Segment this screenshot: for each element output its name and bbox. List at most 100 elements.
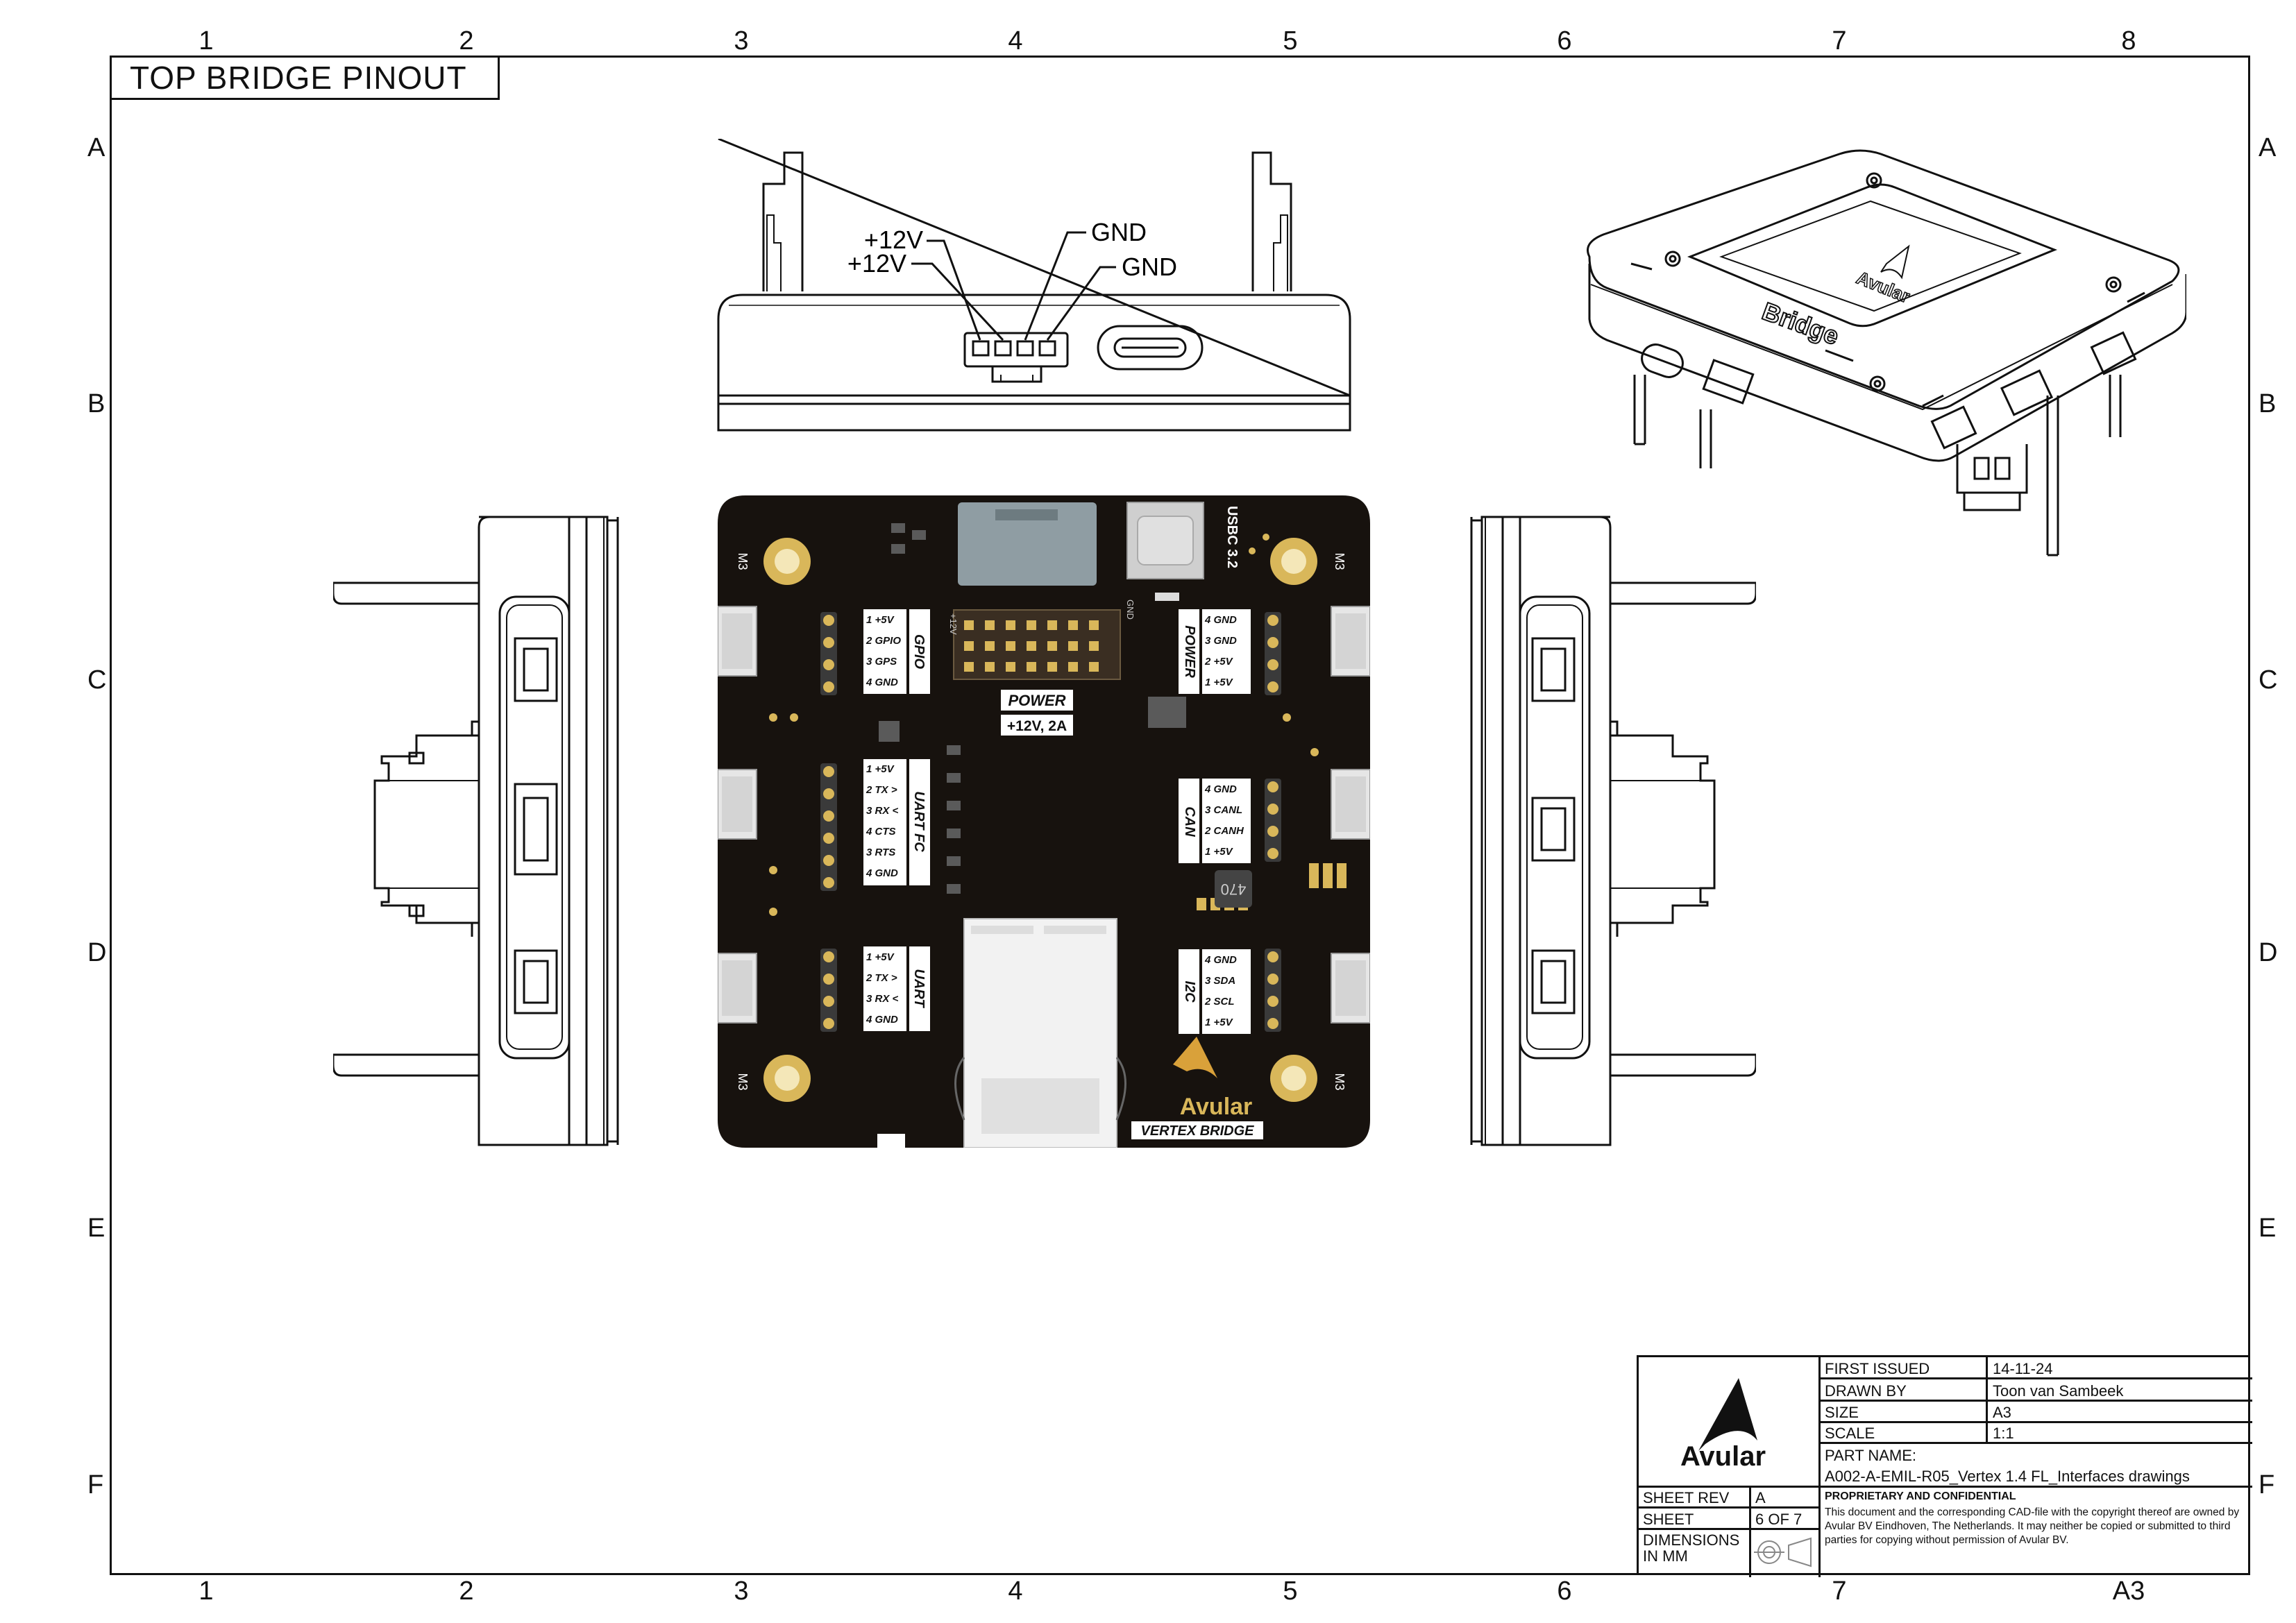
mount-label-br: M3 [1333,1073,1347,1090]
scale-value: 1:1 [1993,1425,2014,1442]
grid-col-8: 8 [2121,26,2136,56]
power-pin-4: 1 +5V [1205,677,1234,688]
uart-fc-pin-5: 3 RTS [866,847,895,858]
sheet-label: SHEET [1643,1511,1694,1528]
part-name-label: PART NAME: [1825,1447,1917,1464]
gpio-name: GPIO [911,634,927,669]
can-pin-2: 3 CANL [1205,804,1242,816]
mount-hole-br [1270,1055,1317,1102]
grid-col-1-bottom: 1 [199,1577,214,1606]
first-issued-label: FIRST ISSUED [1825,1360,1930,1377]
grid-row-a-right: A [2259,133,2277,162]
size-value: A3 [1993,1404,2011,1421]
power-pin-3: 2 +5V [1204,656,1234,668]
grid-row-e-right: E [2259,1214,2277,1243]
iso-brand-label: Avular [1854,267,1913,307]
grid-row-f: F [87,1470,104,1499]
can-pin-table: CAN 4 GND 3 CANL 2 CANH 1 +5V [1179,779,1251,863]
grid-col-5-bottom: 5 [1283,1577,1298,1606]
grid-row-d: D [87,938,107,967]
scale-label: SCALE [1825,1425,1875,1442]
mount-label-tr: M3 [1333,552,1347,570]
grid-row-e: E [87,1214,105,1243]
gpio-pin-4: 4 GND [866,677,898,688]
gpio-pin-table: 1 +5V 2 GPIO 3 GPS 4 GND GPIO [863,609,930,694]
right-side-view [1470,516,1756,1146]
can-pin-3: 2 CANH [1204,825,1244,837]
mount-label-tl: M3 [736,552,750,570]
confidential-title: PROPRIETARY AND CONFIDENTIAL [1825,1490,2016,1502]
i2c-pin-4: 1 +5V [1205,1017,1234,1028]
grid-col-2: 2 [459,26,474,56]
front-view: +12V +12V GND GND [717,139,1351,432]
power-center-title: POWER [1008,692,1065,709]
mount-hole-tl [763,538,811,585]
uart-fc-name: UART FC [911,791,927,852]
i2c-name: I2C [1182,980,1197,1003]
pcb-brand: Avular [1180,1094,1253,1120]
gpio-pin-2: 2 GPIO [866,635,901,647]
grid-col-6: 6 [1557,26,1572,56]
left-side-view [333,516,619,1146]
grid-row-c-right: C [2259,665,2278,695]
projection-symbol-icon [1754,1537,1812,1567]
size-label: SIZE [1825,1404,1859,1421]
mount-hole-bl [763,1055,811,1102]
isometric-view: Avular Bridge [1587,149,2186,556]
grid-col-5: 5 [1283,26,1298,56]
gpio-pin-1: 1 +5V [866,614,895,626]
first-issued-value: 14-11-24 [1993,1360,2053,1377]
logo-text: Avular [1680,1441,1766,1472]
mount-label-bl: M3 [736,1073,750,1090]
usb-label: USBC 3.2 [1224,506,1240,568]
grid-col-3: 3 [734,26,749,56]
confidential-text: This document and the corresponding CAD-… [1825,1506,2240,1547]
grid-row-d-right: D [2259,938,2278,967]
uart-fc-pin-1: 1 +5V [866,763,895,775]
uart-pin-table: 1 +5V 2 TX > 3 RX < 4 GND UART [863,946,930,1031]
pin-label-12v-2: +12V [847,249,906,278]
grid-sheet-size-bottom: A3 [2112,1577,2145,1606]
power-name: POWER [1182,625,1197,678]
grid-col-7-bottom: 7 [1832,1577,1847,1606]
grid-row-b: B [87,389,105,418]
grid-col-4-bottom: 4 [1008,1577,1023,1606]
grid-row-f-right: F [2259,1470,2275,1499]
uart-name: UART [911,969,927,1008]
grid-col-6-bottom: 6 [1557,1577,1572,1606]
i2c-pin-1: 4 GND [1204,954,1237,966]
power-center-spec: +12V, 2A [1007,718,1067,734]
grid-col-1: 1 [199,26,214,56]
power-pin-table: POWER 4 GND 3 GND 2 +5V 1 +5V [1179,609,1251,694]
can-pin-1: 4 GND [1204,783,1237,795]
grid-row-c: C [87,665,107,695]
can-name: CAN [1182,806,1197,837]
i2c-pin-3: 2 SCL [1204,996,1235,1008]
pcb-product: VERTEX BRIDGE [1141,1123,1255,1139]
drawn-by-label: DRAWN BY [1825,1382,1907,1400]
i2c-pin-2: 3 SDA [1205,975,1235,987]
drawn-by-value: Toon van Sambeek [1993,1382,2124,1400]
uart-fc-pin-2: 2 TX > [866,784,897,796]
uart-fc-pin-3: 3 RX < [866,805,899,817]
grid-col-7: 7 [1832,26,1847,56]
pin-label-gnd-1: GND [1091,218,1147,246]
silk-gnd: GND [1125,600,1136,620]
grid-row-b-right: B [2259,389,2277,418]
gpio-pin-3: 3 GPS [866,656,897,668]
uart-fc-pin-6: 4 GND [866,867,898,879]
pcb-top-view: M3 M3 M3 M3 USBC 3.2 +12V GND POWER +12V… [718,495,1370,1148]
title-block: Avular FIRST ISSUED 14-11-24 DRAWN BY To… [1637,1355,2252,1577]
i2c-pin-table: I2C 4 GND 3 SDA 2 SCL 1 +5V [1179,949,1251,1034]
grid-col-2-bottom: 2 [459,1577,474,1606]
uart-pin-3: 3 RX < [866,993,899,1005]
silk-12v: +12V [948,613,959,635]
power-pin-1: 4 GND [1204,614,1237,626]
uart-pin-1: 1 +5V [866,951,895,963]
power-pin-2: 3 GND [1205,635,1237,647]
uart-fc-pin-4: 4 CTS [866,826,896,838]
uart-fc-pin-table: 1 +5V 2 TX > 3 RX < 4 CTS 3 RTS 4 GND UA… [863,759,930,885]
grid-row-a: A [87,133,105,162]
sheet-value: 6 OF 7 [1755,1511,1803,1528]
pin-label-gnd-2: GND [1122,253,1177,281]
